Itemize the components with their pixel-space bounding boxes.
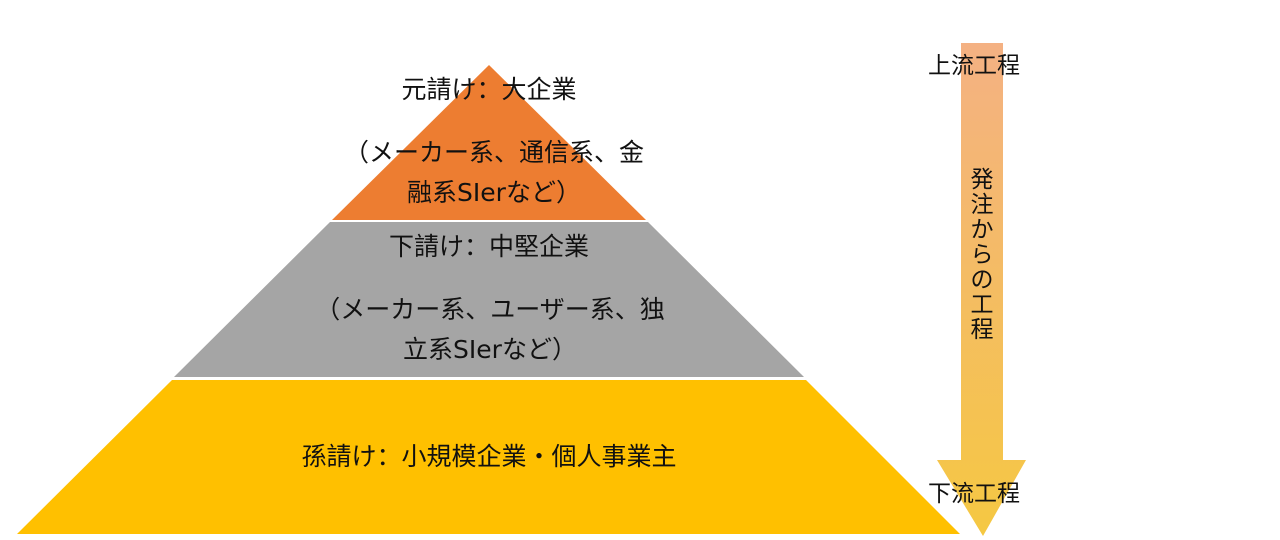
pyramid-tier-bottom	[17, 380, 960, 534]
pyramid-tier-middle	[174, 222, 804, 377]
tier-bottom-title: 孫請け：小規模企業・個人事業主	[301, 442, 677, 471]
downstream-label: 下流工程	[928, 481, 1020, 507]
tier-top-title: 元請け：大企業	[401, 75, 577, 104]
tier-top-detail: （メーカー系、通信系、金融系SIerなど）	[344, 138, 645, 207]
flow-down-arrow	[937, 43, 1026, 536]
upstream-label: 上流工程	[928, 53, 1020, 79]
pyramid-tier-top	[332, 65, 646, 220]
tier-middle-title: 下請け：中堅企業	[388, 232, 589, 261]
flow-vertical-label: 発注からの工程	[970, 167, 994, 343]
tier-middle-detail: （メーカー系、ユーザー系、独立系SIerなど）	[315, 295, 665, 364]
